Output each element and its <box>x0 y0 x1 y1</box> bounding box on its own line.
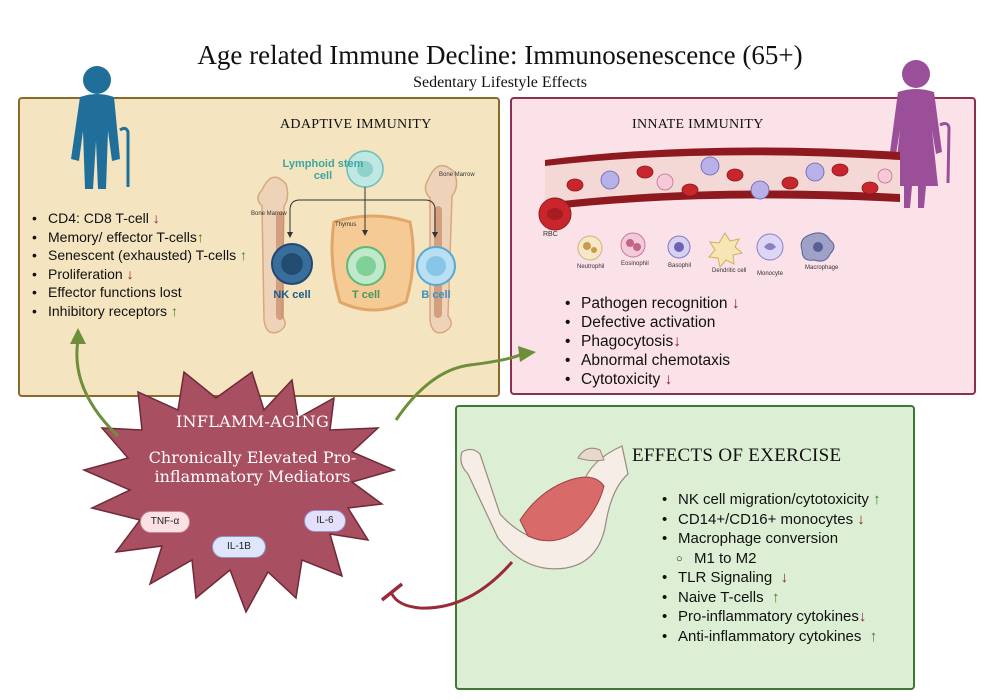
list-item: Macrophage conversion <box>660 529 881 549</box>
macrophage-label: Macrophage <box>805 265 839 271</box>
t-cell-icon <box>346 246 386 286</box>
inflamm-aging-description: Chronically Elevated Pro-inflammatory Me… <box>148 448 357 486</box>
monocyte-label: Monocyte <box>757 271 784 277</box>
bone-marrow-left-icon <box>257 176 289 334</box>
bone-marrow-left-label: Bone Marrow <box>251 211 287 217</box>
neutrophil-label: Neutrophil <box>577 264 605 270</box>
innate-list: Pathogen recognition ↓ Defective activat… <box>563 294 740 389</box>
lymphoid-stem-cell-icon <box>346 150 384 188</box>
arrow-to-adaptive <box>75 339 120 438</box>
rbc-icon <box>538 197 572 231</box>
innate-heading: INNATE IMMUNITY <box>632 117 764 132</box>
inflamm-aging-star-icon <box>81 370 397 614</box>
exercise-heading: EFFECTS OF EXERCISE <box>632 445 842 466</box>
list-item: TLR Signaling ↓ <box>660 568 881 588</box>
list-item: Senescent (exhausted) T-cells ↑ <box>30 246 247 265</box>
t-cell-label: T cell <box>351 289 381 301</box>
basophil-label: Basophil <box>668 263 692 269</box>
exercise-list: NK cell migration/cytotoxicity ↑ CD14+/C… <box>660 490 881 646</box>
list-item: NK cell migration/cytotoxicity ↑ <box>660 490 881 510</box>
list-item: Abnormal chemotaxis <box>563 351 740 370</box>
list-item: Pathogen recognition ↓ <box>563 294 740 313</box>
list-item: CD4: CD8 T-cell ↓ <box>30 209 247 228</box>
dendritic-cell-icon <box>708 232 744 269</box>
list-item: Cytotoxicity ↓ <box>563 370 740 389</box>
inhibition-arrow <box>390 561 514 610</box>
macrophage-icon <box>800 232 835 262</box>
list-item: Pro-inflammatory cytokines↓ <box>660 607 881 627</box>
list-item: Naive T-cells ↑ <box>660 588 881 608</box>
stem-cell-label: Lymphoid stem cell <box>282 158 364 182</box>
nk-cell-label: NK cell <box>273 289 311 301</box>
il1b-badge: IL-1B <box>212 536 266 558</box>
rbc-label: RBC <box>543 231 558 238</box>
neutrophil-icon <box>577 235 603 261</box>
basophil-icon <box>667 235 691 259</box>
list-item: CD14+/CD16+ monocytes ↓ <box>660 510 881 530</box>
il6-badge: IL-6 <box>304 510 346 532</box>
flexed-arm-icon <box>460 445 629 570</box>
tnf-alpha-badge: TNF-α <box>140 511 190 533</box>
inflamm-aging-label: INFLAMM-AGING <box>175 412 330 431</box>
elderly-woman-icon <box>890 60 951 208</box>
list-item: Anti-inflammatory cytokines ↑ <box>660 627 881 647</box>
b-cell-icon <box>416 246 456 286</box>
eosinophil-icon <box>620 232 646 258</box>
thymus-label: Thymus <box>335 222 357 228</box>
list-item: Defective activation <box>563 313 740 332</box>
list-item: Proliferation ↓ <box>30 265 247 284</box>
elderly-man-icon <box>71 66 130 189</box>
list-item: Effector functions lost <box>30 283 247 302</box>
list-item: Inhibitory receptors ↑ <box>30 302 247 321</box>
bone-marrow-right-label: Bone Marrow <box>439 172 475 178</box>
monocyte-icon <box>756 233 784 261</box>
page-subtitle: Sedentary Lifestyle Effects <box>413 74 587 91</box>
adaptive-heading: ADAPTIVE IMMUNITY <box>280 117 432 132</box>
page-title: Age related Immune Decline: Immunosenesc… <box>197 40 803 70</box>
nk-cell-icon <box>271 243 313 285</box>
dendritic-label: Dendritic cell <box>712 268 747 274</box>
inflamm-aging-texts: INFLAMM-AGING Chronically Elevated Pro-i… <box>120 412 385 486</box>
list-item: Phagocytosis↓ <box>563 332 740 351</box>
list-item: Memory/ effector T-cells↑ <box>30 228 247 247</box>
list-item: M1 to M2 <box>660 549 881 568</box>
arrow-to-innate <box>394 352 523 421</box>
b-cell-label: B cell <box>421 289 451 301</box>
lineage-arrows <box>289 187 436 232</box>
blood-vessel-icon <box>545 147 900 210</box>
eosinophil-label: Eosinophil <box>621 261 649 267</box>
adaptive-list: CD4: CD8 T-cell ↓ Memory/ effector T-cel… <box>30 209 247 320</box>
